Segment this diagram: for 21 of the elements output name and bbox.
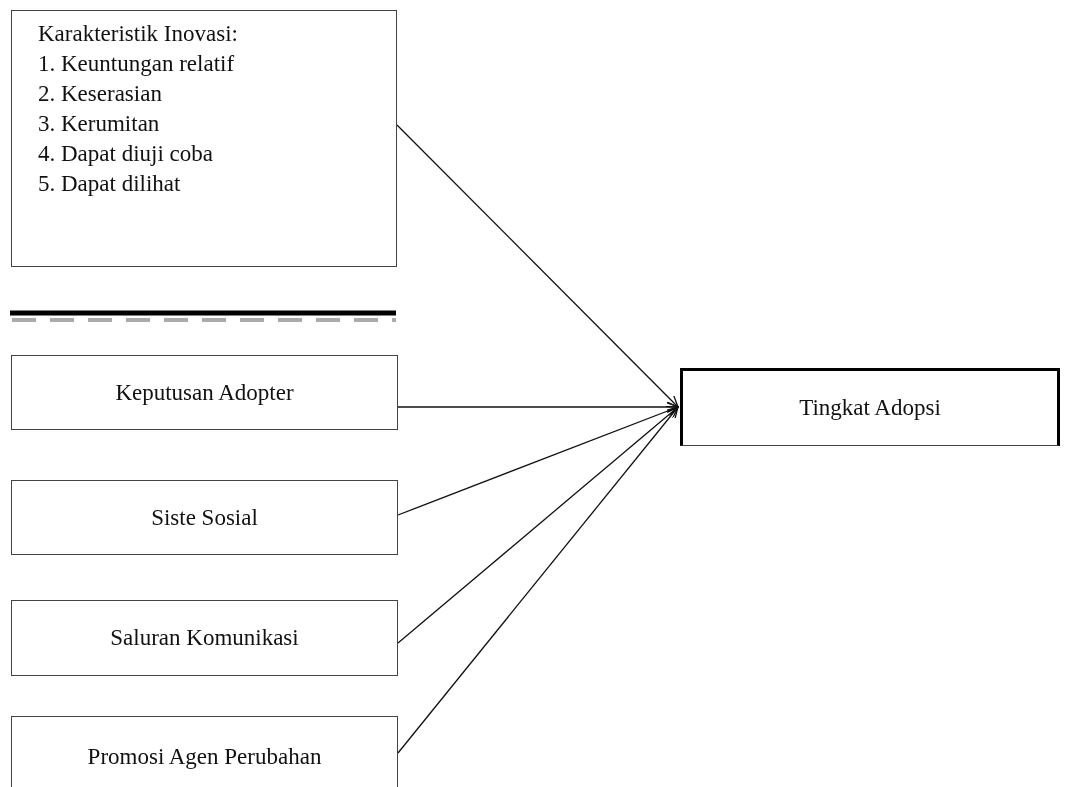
- text-box: [11, 10, 397, 267]
- text-box: [11, 480, 398, 555]
- box-label: Promosi Agen Perubahan: [87, 742, 322, 771]
- list-item: 2. Keserasian: [38, 80, 163, 108]
- list-item: 3. Kerumitan: [38, 110, 161, 138]
- box-label: Keputusan Adopter: [115, 378, 294, 407]
- arrow: [397, 406, 679, 754]
- arrow: [397, 406, 679, 644]
- box-label: Siste Sosial: [151, 503, 258, 532]
- text-box: [11, 716, 398, 787]
- box-label: Saluran Komunikasi: [110, 624, 299, 652]
- text-box: [11, 600, 398, 676]
- arrow: [397, 405, 679, 516]
- arrow: [396, 124, 679, 408]
- list-item: 4. Dapat diuji coba: [38, 140, 214, 168]
- text-box: [680, 368, 1060, 446]
- list-item: 1. Keuntungan relatif: [38, 50, 236, 78]
- box-label: Tingkat Adopsi: [799, 394, 941, 422]
- heading: Karakteristik Inovasi:: [38, 20, 239, 48]
- list-item: 5. Dapat dilihat: [38, 170, 182, 198]
- text-box: [11, 355, 398, 430]
